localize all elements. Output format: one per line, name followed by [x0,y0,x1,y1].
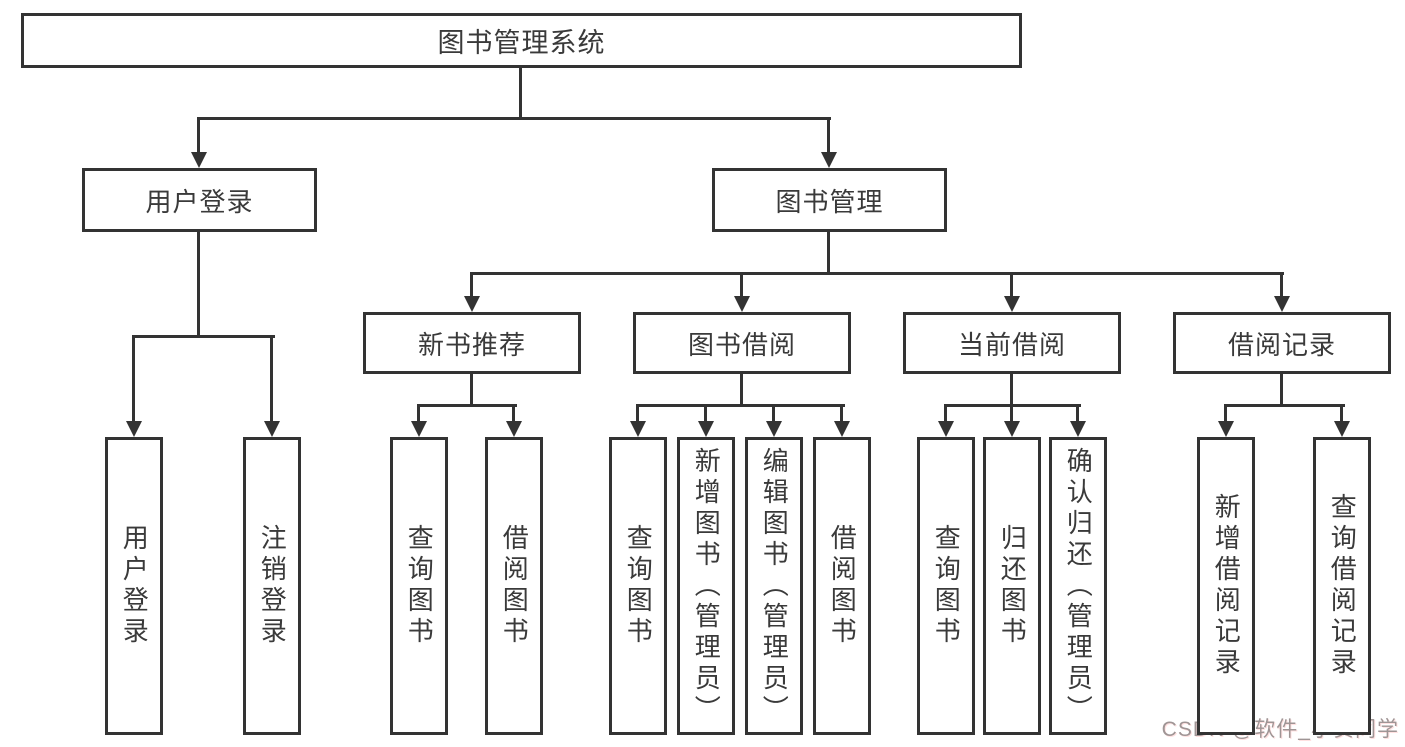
arrow-down-icon [1334,421,1350,437]
connector-vline [1010,374,1013,405]
connector-arrow-line [1340,404,1343,422]
arrow-down-icon [264,421,280,437]
connector-arrow-line [827,117,830,153]
connector-arrow-line [704,404,707,422]
leaf-label: 新增图书（管理员） [691,446,722,726]
leaf-label: 借阅图书 [827,524,858,648]
arrow-down-icon [1004,296,1020,312]
connector-hline [1224,404,1345,407]
leaf-label: 编辑图书（管理员） [759,446,790,726]
arrow-down-icon [1070,421,1086,437]
leaf-query-books-current: 查询图书 [917,437,975,735]
node-book-management: 图书管理 [712,168,947,232]
connector-arrow-line [470,272,473,297]
node-user-login: 用户登录 [82,168,317,232]
arrow-down-icon [630,421,646,437]
leaf-label: 查询借阅记录 [1327,493,1358,679]
connector-vline [1280,374,1283,405]
connector-arrow-line [417,404,420,422]
leaf-label: 归还图书 [997,524,1028,648]
leaf-label: 注销登录 [257,524,288,648]
leaf-add-book-admin: 新增图书（管理员） [677,437,735,735]
connector-arrow-line [1076,404,1079,422]
connector-arrow-line [772,404,775,422]
leaf-label: 查询图书 [931,524,962,648]
leaf-borrow-books-recommend: 借阅图书 [485,437,543,735]
leaf-logout: 注销登录 [243,437,301,735]
leaf-query-books-recommend: 查询图书 [390,437,448,735]
arrow-down-icon [821,152,837,168]
connector-arrow-line [132,335,135,422]
leaf-return-book: 归还图书 [983,437,1041,735]
leaf-query-borrow-record: 查询借阅记录 [1313,437,1371,735]
connector-hline [636,404,845,407]
connector-arrow-line [944,404,947,422]
connector-arrow-line [840,404,843,422]
arrow-down-icon [698,421,714,437]
arrow-down-icon [938,421,954,437]
leaf-label: 借阅图书 [499,524,530,648]
arrow-down-icon [506,421,522,437]
leaf-edit-book-admin: 编辑图书（管理员） [745,437,803,735]
connector-arrow-line [270,335,273,422]
leaf-label: 查询图书 [623,524,654,648]
leaf-user-login: 用户登录 [105,437,163,735]
leaf-label: 用户登录 [119,524,150,648]
connector-arrow-line [1224,404,1227,422]
leaf-label: 确认归还（管理员） [1063,446,1094,726]
connector-hline [197,117,831,120]
node-new-book-recommend: 新书推荐 [363,312,581,374]
connector-arrow-line [1280,272,1283,297]
connector-arrow-line [197,117,200,153]
arrow-down-icon [1274,296,1290,312]
connector-arrow-line [1010,272,1013,297]
arrow-down-icon [1218,421,1234,437]
leaf-query-books-borrow: 查询图书 [609,437,667,735]
connector-hline [470,272,1284,275]
connector-vline [470,374,473,405]
arrow-down-icon [734,296,750,312]
connector-vline [827,232,830,273]
arrow-down-icon [191,152,207,168]
leaf-label: 查询图书 [404,524,435,648]
connector-vline [197,232,200,336]
arrow-down-icon [411,421,427,437]
arrow-down-icon [1004,421,1020,437]
connector-arrow-line [636,404,639,422]
arrow-down-icon [464,296,480,312]
node-book-borrow: 图书借阅 [633,312,851,374]
leaf-add-borrow-record: 新增借阅记录 [1197,437,1255,735]
arrow-down-icon [126,421,142,437]
arrow-down-icon [834,421,850,437]
node-book-management-system: 图书管理系统 [21,13,1022,68]
connector-hline [132,335,275,338]
arrow-down-icon [766,421,782,437]
leaf-confirm-return-admin: 确认归还（管理员） [1049,437,1107,735]
connector-vline [519,68,522,118]
connector-vline [740,374,743,405]
leaf-label: 新增借阅记录 [1211,493,1242,679]
connector-arrow-line [740,272,743,297]
node-current-borrow: 当前借阅 [903,312,1121,374]
connector-hline [417,404,517,407]
connector-arrow-line [512,404,515,422]
leaf-borrow-books-borrow: 借阅图书 [813,437,871,735]
node-borrow-records: 借阅记录 [1173,312,1391,374]
connector-arrow-line [1010,404,1013,422]
